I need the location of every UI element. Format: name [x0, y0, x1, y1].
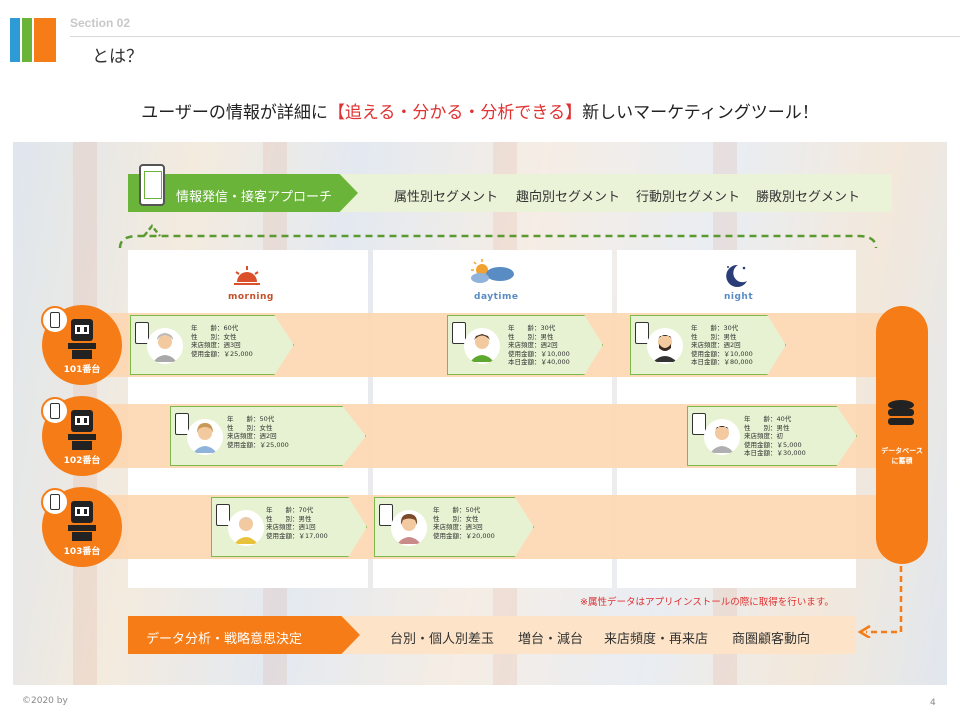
- customer-card-103-daytime: 年 齢：50代性 別：女性来店頻度：週3回使用金額：￥20,000: [374, 497, 534, 557]
- segment-attribute: 属性別セグメント: [394, 190, 499, 205]
- logo-bar-orange: [34, 18, 56, 62]
- page-title: とは？: [92, 47, 143, 67]
- smartphone-icon: [139, 164, 165, 206]
- moon-icon: [726, 264, 747, 287]
- customer-info: 年 齢：50代性 別：女性来店頻度：週3回使用金額：￥20,000: [433, 506, 495, 540]
- customer-info: 年 齢：70代性 別：男性来店頻度：週1回使用金額：￥17,000: [266, 506, 328, 540]
- smartphone-icon: [135, 322, 149, 344]
- customer-card-103-morning: 年 齢：70代性 別：男性来店頻度：週1回使用金額：￥17,000: [211, 497, 367, 557]
- segment-behavior: 行動別セグメント: [636, 190, 741, 205]
- slot-machine-icon: [68, 501, 96, 541]
- smartphone-icon: [216, 504, 230, 526]
- footnote: ※属性データはアプリインストールの際に取得を行います。: [580, 597, 834, 608]
- smartphone-icon: [452, 322, 466, 344]
- time-label-morning: morning: [228, 292, 274, 302]
- section-label: Section 02: [70, 16, 131, 30]
- customer-card-102-morning: 年 齢：50代性 別：女性来店頻度：週2回使用金額：￥25,000: [170, 406, 366, 466]
- sun-cloud-icon: [471, 259, 514, 283]
- logo-bar-blue: [10, 18, 20, 62]
- headline-after: 新しいマーケティングツール！: [582, 103, 819, 123]
- copyright: ©2020 by: [22, 696, 68, 706]
- phone-bubble-icon: [41, 488, 69, 516]
- avatar-woman-icon: [187, 419, 223, 455]
- smartphone-icon: [635, 322, 649, 344]
- sunrise-icon: [234, 266, 260, 285]
- slot-machine-icon: [68, 319, 96, 359]
- bottom-banner-label: データ分析・戦略意思決定: [146, 632, 303, 647]
- bottom-item-differential: 台別・個人別差玉: [390, 632, 495, 647]
- avatar-young-man-icon: [464, 328, 500, 364]
- machine-102-label: 102番台: [63, 456, 101, 466]
- database-icon: [888, 400, 914, 425]
- bottom-item-machine-count: 増台・減台: [518, 632, 584, 647]
- headline-highlight: 【追える・分かる・分析できる】: [327, 103, 583, 123]
- headline-before: ユーザーの情報が詳細に: [141, 103, 328, 123]
- phone-bubble-icon: [41, 397, 69, 425]
- smartphone-icon: [379, 504, 393, 526]
- avatar-elderly-woman-icon: [147, 328, 183, 364]
- smartphone-icon: [692, 413, 706, 435]
- header-divider: [70, 36, 960, 37]
- customer-info: 年 齢：60代性 別：女性来店頻度：週3回使用金額：￥25,000: [191, 324, 253, 358]
- segment-preference: 趣向別セグメント: [516, 190, 621, 205]
- avatar-woman-short-hair-icon: [391, 510, 427, 546]
- database-label: データベースに蓄積: [881, 447, 923, 465]
- avatar-elderly-man-icon: [228, 510, 264, 546]
- machine-101-label: 101番台: [63, 365, 101, 375]
- dashed-bracket: [118, 223, 878, 249]
- customer-info: 年 齢：50代性 別：女性来店頻度：週2回使用金額：￥25,000: [227, 415, 289, 449]
- page-number: 4: [930, 698, 936, 708]
- machine-103-label: 103番台: [63, 547, 101, 557]
- top-banner-label: 情報発信・接客アプローチ: [176, 190, 333, 205]
- avatar-bearded-man-icon: [647, 328, 683, 364]
- avatar-man-icon: [704, 419, 740, 455]
- bottom-item-visit-frequency: 来店頻度・再来店: [604, 632, 709, 647]
- logo-bar-green: [22, 18, 32, 62]
- time-label-daytime: daytime: [474, 292, 519, 302]
- bottom-banner-tab: [128, 616, 360, 654]
- phone-bubble-icon: [41, 306, 69, 334]
- top-banner-tab: [128, 174, 358, 212]
- database-pill: [876, 306, 928, 564]
- headline: ユーザーの情報が詳細に【追える・分かる・分析できる】新しいマーケティングツール！: [0, 98, 960, 123]
- smartphone-icon: [175, 413, 189, 435]
- segment-win-loss: 勝敗別セグメント: [756, 190, 861, 205]
- customer-card-101-morning: 年 齢：60代性 別：女性来店頻度：週3回使用金額：￥25,000: [130, 315, 294, 375]
- bottom-item-trade-area: 商圏顧客動向: [732, 632, 811, 647]
- slot-machine-icon: [68, 410, 96, 450]
- time-label-night: night: [724, 292, 754, 302]
- dashed-arrow: [857, 566, 903, 638]
